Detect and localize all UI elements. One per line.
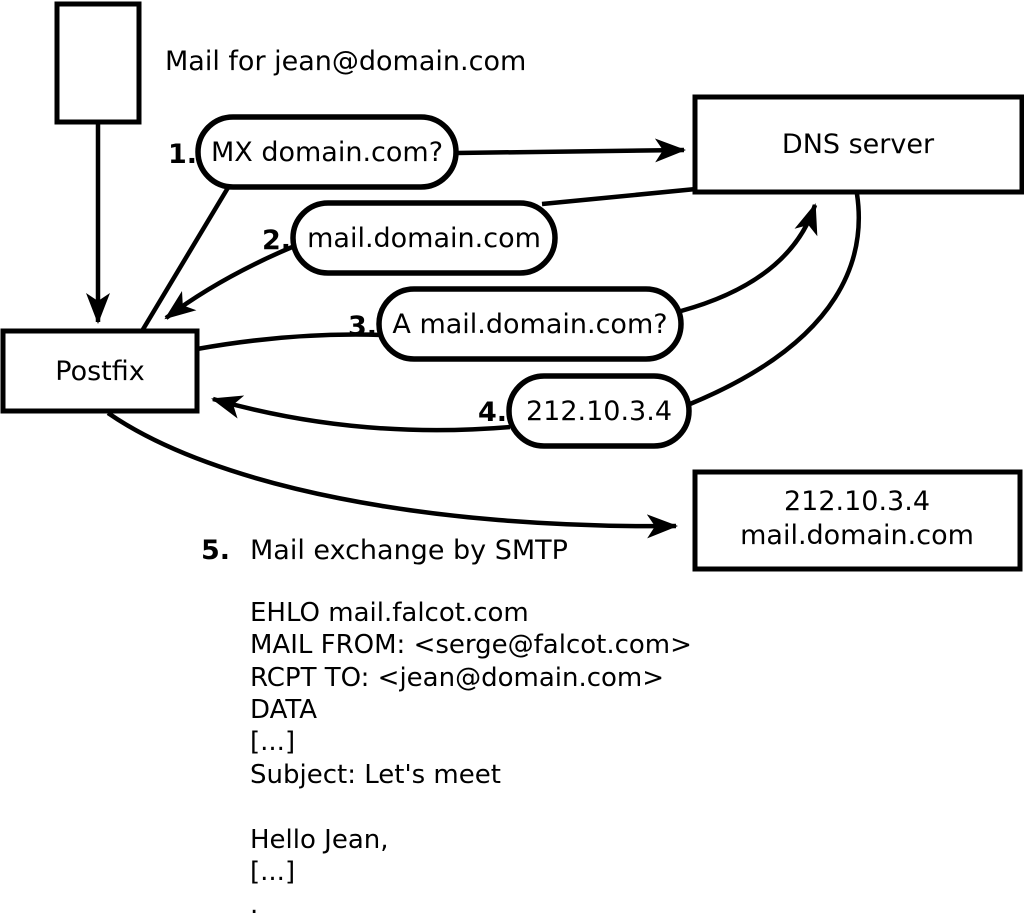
mailhost-ip: 212.10.3.4 (784, 486, 930, 517)
callout-4-number: 4. (478, 397, 507, 428)
tail-postfix-query1 (140, 184, 231, 333)
smtp-line: [...] (250, 857, 295, 887)
arrow-query3-to-dns (680, 203, 818, 314)
mailhost-box (692, 469, 1023, 572)
diagram-title: Mail for jean@domain.com (165, 46, 526, 77)
smtp-line: RCPT TO: <jean@domain.com> (250, 663, 664, 693)
postfix-box (0, 328, 200, 414)
step-5-label: Mail exchange by SMTP (250, 535, 568, 566)
dns-server-node: DNS server (692, 94, 1024, 195)
step-5-number: 5. (201, 535, 230, 566)
postfix-node: Postfix (0, 328, 200, 414)
callout-3-number: 3. (348, 311, 377, 342)
mailhost-hostname: mail.domain.com (740, 520, 974, 551)
step-5-caption: 5. Mail exchange by SMTP (201, 535, 568, 566)
callout-4-bubble (506, 373, 692, 449)
arrow-query1-to-dns (455, 138, 686, 163)
envelope-node (54, 1, 142, 125)
callout-2: 2. mail.domain.com (262, 200, 558, 276)
connectors (86, 122, 861, 539)
smtp-line: Hello Jean, (250, 825, 389, 855)
smtp-line: DATA (250, 695, 317, 725)
smtp-line: . (250, 890, 258, 919)
postfix-label: Postfix (55, 356, 144, 387)
tail-postfix-query3 (196, 332, 384, 352)
callout-4-label: 212.10.3.4 (526, 396, 672, 427)
dns-server-label: DNS server (782, 129, 935, 160)
smtp-line: [...] (250, 727, 295, 757)
callout-2-bubble (290, 200, 558, 276)
arrow-reply4-to-postfix (211, 395, 511, 433)
callout-4: 4. 212.10.3.4 (478, 373, 692, 449)
smtp-transcript: EHLO mail.falcot.com MAIL FROM: <serge@f… (250, 598, 692, 919)
callout-2-number: 2. (262, 225, 291, 256)
tail-dns-reply2 (541, 186, 697, 207)
callout-2-label: mail.domain.com (307, 223, 541, 254)
arrow-smtp-to-mailhost (106, 411, 678, 539)
arrow-reply2-to-postfix (164, 242, 298, 320)
callout-3: 3. A mail.domain.com? (348, 286, 684, 362)
smtp-line: Subject: Let's meet (250, 760, 501, 790)
dns-server-box (692, 94, 1024, 195)
callout-3-label: A mail.domain.com? (392, 309, 667, 340)
mailhost-node: 212.10.3.4 mail.domain.com (692, 469, 1023, 572)
callout-1-number: 1. (168, 139, 197, 170)
callout-1: 1. MX domain.com? (168, 114, 459, 190)
callout-3-bubble (376, 286, 684, 362)
smtp-line: EHLO mail.falcot.com (250, 598, 529, 628)
smtp-line: MAIL FROM: <serge@falcot.com> (250, 630, 692, 660)
tail-dns-reply4 (689, 193, 861, 407)
callout-1-label: MX domain.com? (211, 137, 443, 168)
callout-1-bubble (195, 114, 459, 190)
